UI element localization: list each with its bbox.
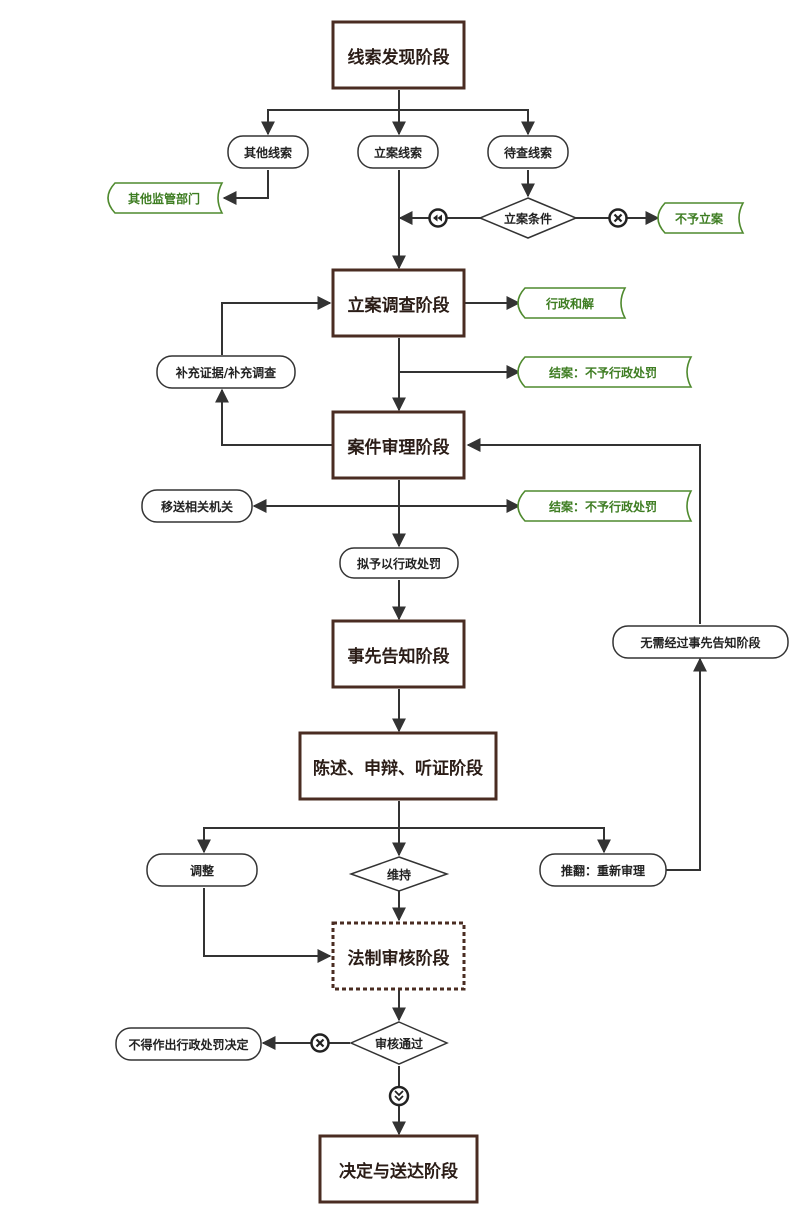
pill-overturn	[539, 853, 667, 887]
node-case-clue: 立案线索	[373, 145, 422, 160]
stage-box-hearing	[298, 731, 498, 801]
node-supplement: 补充证据/补充调查	[175, 365, 277, 380]
stage-box-notice	[331, 619, 466, 689]
node-overturn: 推翻：重新审理	[560, 863, 645, 878]
tag-no-filing	[657, 202, 745, 234]
node-other-clue: 其他线索	[243, 145, 292, 160]
outcome-no-filing: 不予立案	[674, 211, 723, 226]
outcome-tags	[107, 182, 745, 522]
stage-prior-notice: 事先告知阶段	[347, 646, 450, 667]
outcome-close-no-penalty-2: 结案：不予行政处罚	[548, 499, 657, 514]
stage-box-review	[331, 410, 466, 480]
node-review-pass: 审核通过	[374, 1036, 423, 1051]
node-maintain: 维持	[386, 867, 411, 882]
pill-supplement	[156, 355, 296, 389]
diamond-maintain	[348, 856, 450, 892]
stage-box-decision	[318, 1134, 479, 1204]
decision-diamonds	[348, 197, 578, 1065]
diamond-filing-condition	[478, 197, 578, 239]
down-chevron-icon	[388, 1085, 410, 1107]
stage-clue-discovery: 线索发现阶段	[347, 47, 450, 68]
node-filing-condition: 立案条件	[503, 211, 552, 226]
stage-case-review: 案件审理阶段	[347, 437, 450, 458]
pill-pending-clue	[487, 135, 569, 169]
diamond-review-pass	[349, 1021, 449, 1065]
node-no-notice-needed: 无需经过事先告知阶段	[640, 635, 761, 650]
tag-close-no-penalty-2	[517, 490, 693, 522]
stage-boxes	[298, 20, 498, 1204]
pill-transfer	[141, 489, 253, 523]
stage-box-clue	[331, 20, 466, 90]
node-transfer: 移送相关机关	[160, 499, 233, 514]
stage-case-investigation: 立案调查阶段	[347, 295, 450, 316]
rewind-icon	[428, 208, 448, 228]
node-no-decision: 不得作出行政处罚决定	[128, 1037, 249, 1052]
stage-box-legal-review	[331, 921, 466, 991]
pill-intend-penalty	[339, 547, 459, 579]
outcome-other-dept: 其他监管部门	[127, 191, 200, 206]
tag-close-no-penalty-1	[517, 356, 693, 388]
stage-hearing: 陈述、申辩、听证阶段	[313, 758, 483, 779]
stage-box-investigation	[331, 268, 466, 338]
stage-legal-review: 法制审核阶段	[347, 948, 450, 969]
pill-no-decision	[115, 1027, 262, 1061]
node-intend-penalty: 拟予以行政处罚	[356, 556, 441, 571]
pill-nodes	[115, 135, 789, 1061]
pill-case-clue	[357, 135, 439, 169]
stage-decision-delivery: 决定与送达阶段	[339, 1161, 458, 1182]
outcome-admin-settlement: 行政和解	[545, 296, 594, 311]
tag-admin-settlement	[517, 287, 627, 319]
x-icon	[310, 1033, 330, 1053]
tag-other-dept	[107, 182, 224, 214]
x-icon	[608, 208, 628, 228]
pill-no-notice-needed	[612, 625, 789, 659]
outcome-close-no-penalty-1: 结案：不予行政处罚	[548, 365, 657, 380]
pill-adjust	[146, 853, 258, 887]
node-adjust: 调整	[189, 863, 214, 878]
node-pending-clue: 待查线索	[503, 145, 552, 160]
connectors	[197, 90, 707, 1136]
pill-other-clue	[227, 135, 309, 169]
